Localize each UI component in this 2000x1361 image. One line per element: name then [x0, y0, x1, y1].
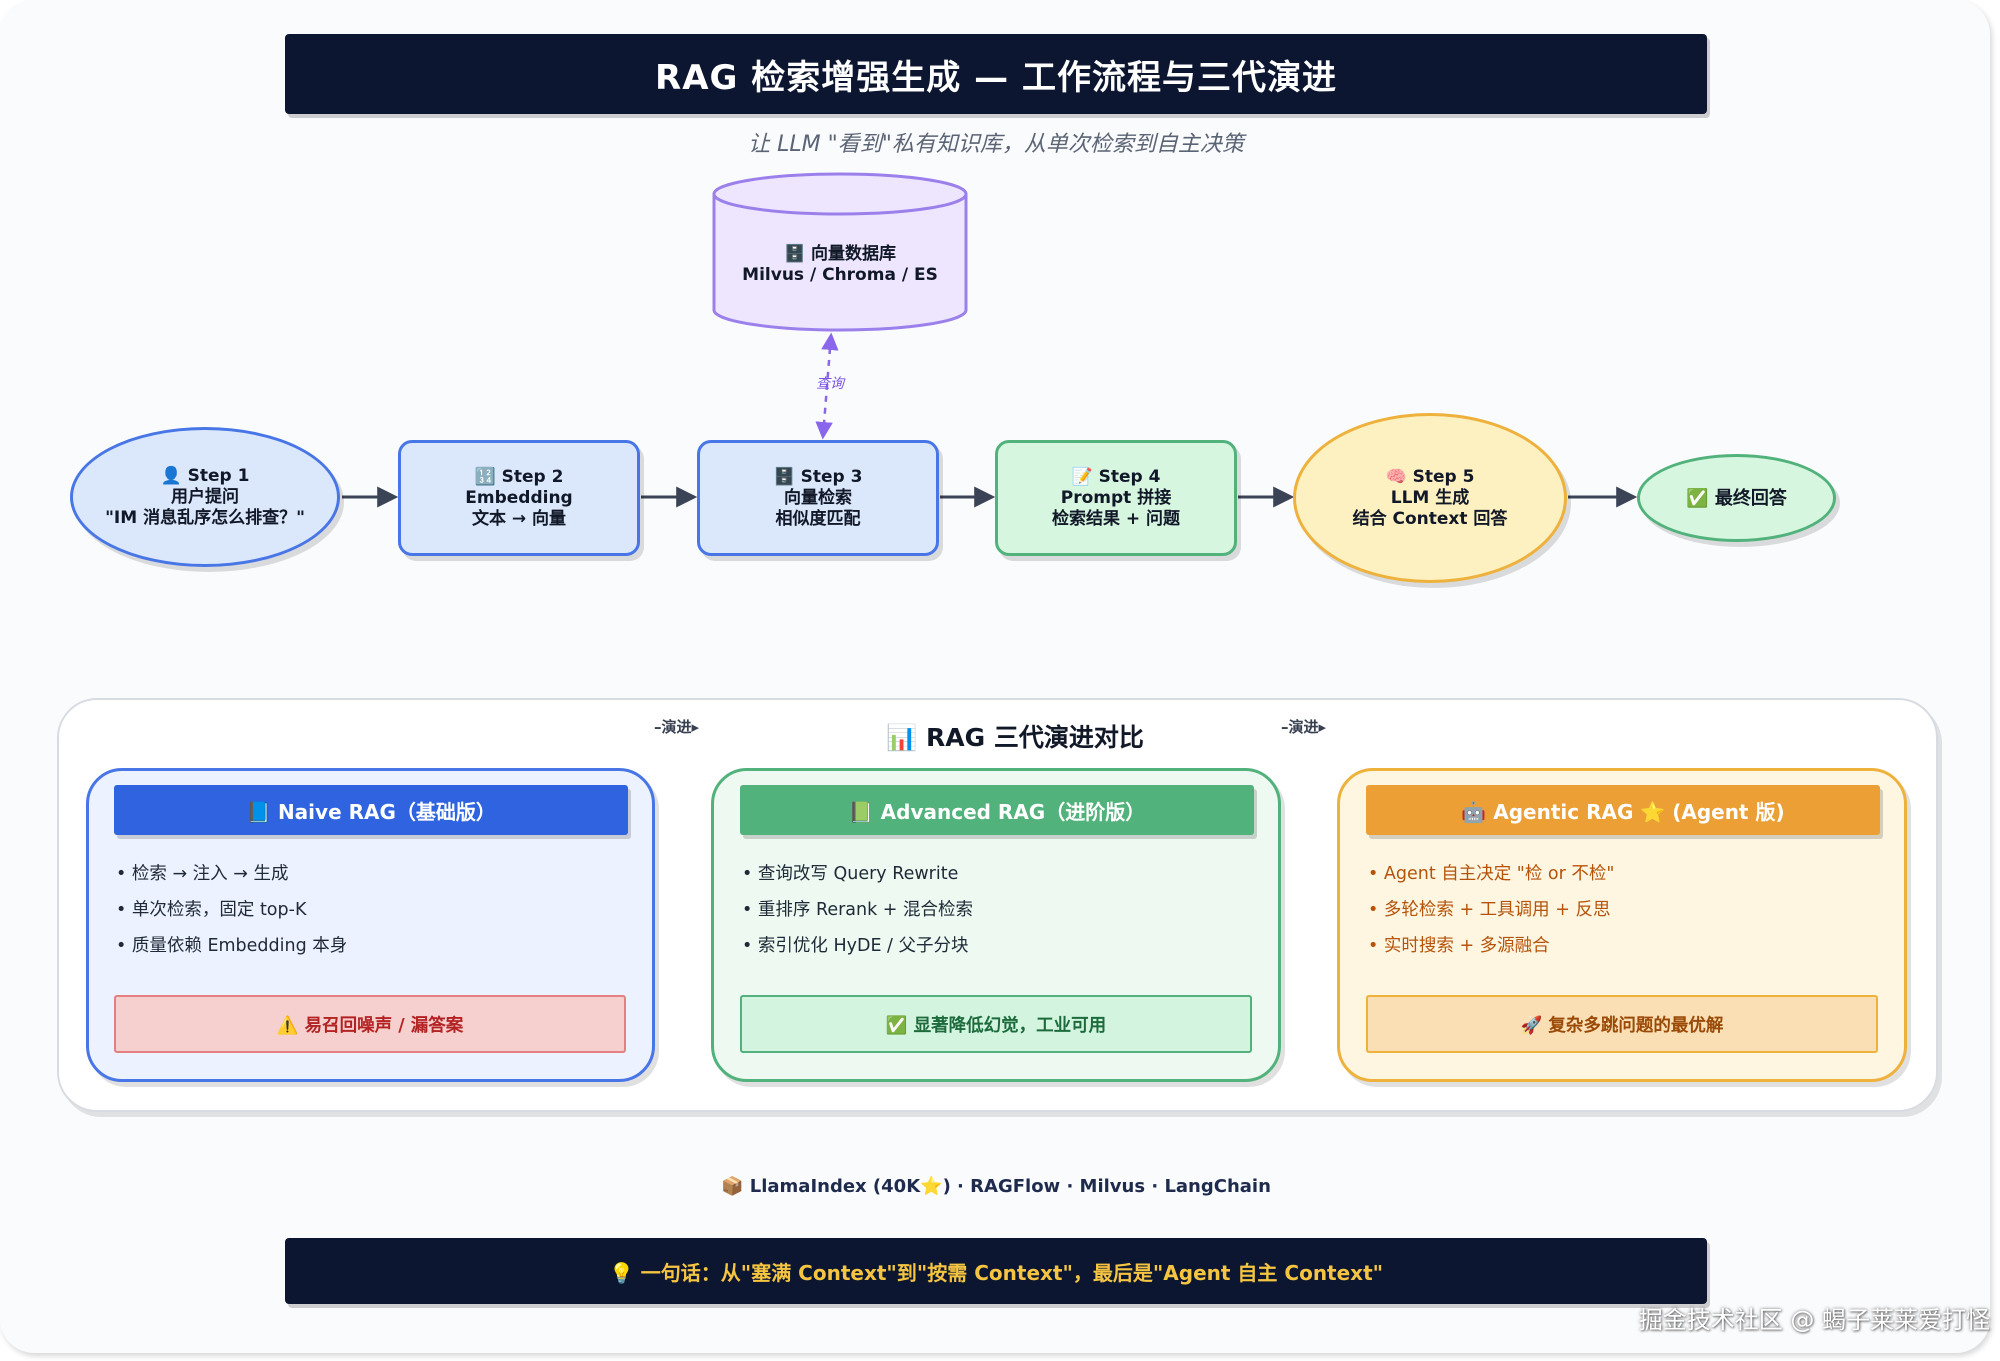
tool-links: 📦 LlamaIndex (40K⭐) · RAGFlow · Milvus ·…: [721, 1176, 1271, 1197]
check-icon: ✅: [1686, 487, 1709, 509]
dash-icon: –: [1281, 718, 1289, 736]
feature-item: • 索引优化 HyDE / 父子分块: [742, 936, 969, 956]
evolve-arrow-2: –演进▸: [1281, 716, 1326, 737]
step-label: Step 1: [187, 465, 250, 486]
agentic-rag-verdict: 🚀 复杂多跳问题的最优解: [1366, 995, 1878, 1053]
triangle-right-icon: ▸: [691, 718, 700, 736]
vector-database: 🗄️ 向量数据库 Milvus / Chroma / ES: [710, 244, 970, 286]
step-label: Step 5: [1412, 466, 1475, 487]
step-label: Step 2: [501, 466, 564, 487]
database-label: 向量数据库: [811, 244, 897, 264]
step-label: Step 3: [800, 466, 863, 487]
step-3-vector-retrieval: 🗄️ Step 3 向量检索 相似度匹配: [697, 440, 939, 556]
agentic-rag-header: 🤖 Agentic RAG ⭐ (Agent 版): [1366, 785, 1880, 835]
triangle-right-icon: ▸: [1318, 718, 1327, 736]
naive-rag-features: • 检索 → 注入 → 生成 • 单次检索，固定 top-K • 质量依赖 Em…: [116, 856, 347, 964]
feature-item: • Agent 自主决定 "检 or 不检": [1368, 864, 1615, 884]
final-answer-label: 最终回答: [1714, 487, 1787, 509]
advanced-rag-header: 📗 Advanced RAG（进阶版）: [740, 785, 1254, 835]
step-detail: 相似度匹配: [775, 508, 861, 529]
feature-item: • 多轮检索 + 工具调用 + 反思: [1368, 900, 1611, 920]
naive-rag-header: 📘 Naive RAG（基础版）: [114, 785, 628, 835]
cabinet-icon: 🗄️: [773, 466, 795, 487]
step-detail: 结合 Context 回答: [1352, 508, 1508, 529]
summary-banner: 💡 一句话：从"塞满 Context"到"按需 Context"，最后是"Age…: [285, 1238, 1707, 1304]
page-subtitle: 让 LLM "看到"私有知识库，从单次检索到自主决策: [748, 132, 1244, 157]
evolve-arrow-1: –演进▸: [654, 716, 699, 737]
feature-item: • 单次检索，固定 top-K: [116, 900, 307, 920]
brain-icon: 🧠: [1385, 466, 1407, 487]
database-tech: Milvus / Chroma / ES: [742, 265, 938, 285]
page-title: RAG 检索增强生成 — 工作流程与三代演进: [655, 57, 1337, 98]
step-detail: 检索结果 + 问题: [1051, 508, 1181, 529]
step-1-user-question: 👤 Step 1 用户提问 "IM 消息乱序怎么排查？": [70, 427, 340, 567]
step-title: Embedding: [465, 487, 573, 508]
step-2-embedding: 🔢 Step 2 Embedding 文本 → 向量: [398, 440, 640, 556]
feature-item: • 质量依赖 Embedding 本身: [116, 936, 348, 956]
step-title: 用户提问: [171, 486, 239, 507]
feature-item: • 检索 → 注入 → 生成: [116, 864, 289, 884]
feature-item: • 实时搜索 + 多源融合: [1368, 936, 1550, 956]
step-detail: 文本 → 向量: [471, 508, 567, 529]
watermark: 掘金技术社区 @ 蝎子莱莱爱打怪: [1638, 1306, 1990, 1334]
title-banner: RAG 检索增强生成 — 工作流程与三代演进: [285, 34, 1707, 114]
feature-item: • 查询改写 Query Rewrite: [742, 864, 959, 884]
query-link-label: 查询: [816, 376, 844, 392]
comparison-title: 📊 RAG 三代演进对比: [886, 723, 1144, 752]
evolve-label: 演进: [661, 718, 692, 736]
advanced-rag-features: • 查询改写 Query Rewrite • 重排序 Rerank + 混合检索…: [742, 856, 973, 964]
evolve-label: 演进: [1288, 718, 1319, 736]
step-4-prompt-assembly: 📝 Step 4 Prompt 拼接 检索结果 + 问题: [995, 440, 1237, 556]
step-title: 向量检索: [784, 487, 852, 508]
step-5-llm-generation: 🧠 Step 5 LLM 生成 结合 Context 回答: [1293, 413, 1567, 583]
memo-icon: 📝: [1071, 466, 1093, 487]
summary-text: 💡 一句话：从"塞满 Context"到"按需 Context"，最后是"Age…: [608, 1260, 1384, 1285]
feature-item: • 重排序 Rerank + 混合检索: [742, 900, 974, 920]
user-icon: 👤: [160, 465, 182, 486]
database-icon: 🗄️: [783, 244, 806, 264]
dash-icon: –: [654, 718, 662, 736]
agentic-rag-features: • Agent 自主决定 "检 or 不检" • 多轮检索 + 工具调用 + 反…: [1368, 856, 1614, 964]
numbers-icon: 🔢: [474, 466, 496, 487]
vector-database-cylinder: [712, 172, 968, 332]
step-label: Step 4: [1098, 466, 1161, 487]
query-link: [815, 332, 839, 440]
naive-rag-verdict: ⚠️ 易召回噪声 / 漏答案: [114, 995, 626, 1053]
step-detail: "IM 消息乱序怎么排查？": [105, 507, 305, 528]
final-answer: ✅ 最终回答: [1637, 454, 1836, 542]
step-title: Prompt 拼接: [1060, 487, 1172, 508]
advanced-rag-verdict: ✅ 显著降低幻觉，工业可用: [740, 995, 1252, 1053]
step-title: LLM 生成: [1390, 487, 1470, 508]
